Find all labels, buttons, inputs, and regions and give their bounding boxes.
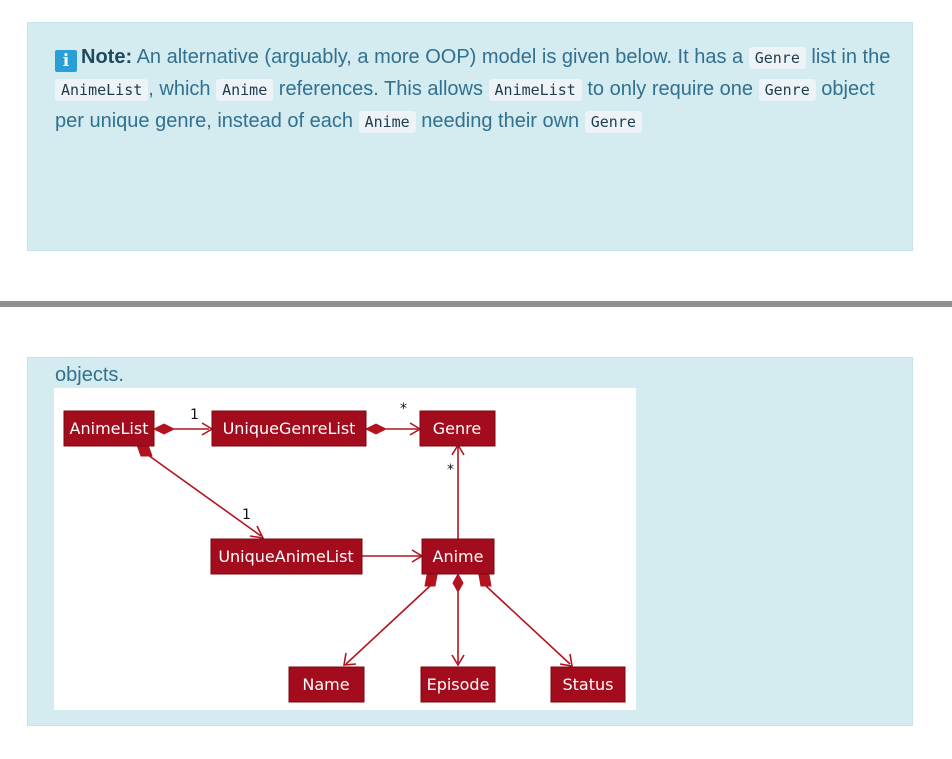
association-animelist-uniqueanimelist <box>136 444 265 540</box>
association-anime-episode <box>451 572 465 667</box>
class-node-anime: Anime <box>421 538 495 575</box>
note-continuation-box: objects. <box>27 357 913 726</box>
note-text-run: needing their own <box>415 110 585 132</box>
class-diagram: 1 * * 1 AnimeList UniqueGenreList Genre … <box>54 388 636 710</box>
class-node-genre: Genre <box>419 410 496 447</box>
class-label: Anime <box>433 547 484 566</box>
multiplicity-label: * <box>400 401 407 417</box>
inline-code: Genre <box>748 47 806 69</box>
note-text-run: object per unique genre, instead of each <box>55 78 875 132</box>
inline-code: Genre <box>584 111 642 133</box>
association-animelist-uniquegenrelist <box>152 422 214 436</box>
class-label: AnimeList <box>70 419 149 438</box>
note-text-run: list in the <box>805 46 891 68</box>
association-anime-genre <box>451 443 465 541</box>
multiplicity-label: 1 <box>242 507 251 523</box>
inline-code: Genre <box>758 79 816 101</box>
multiplicity-label: * <box>447 462 454 478</box>
class-label: UniqueAnimeList <box>218 547 353 566</box>
class-node-uniqueanimelist: UniqueAnimeList <box>210 538 363 575</box>
class-node-name: Name <box>288 666 365 703</box>
note-continuation-text: objects. <box>55 364 124 386</box>
class-label: Genre <box>433 419 481 438</box>
class-node-episode: Episode <box>420 666 496 703</box>
class-node-status: Status <box>550 666 626 703</box>
info-icon: i <box>55 50 77 72</box>
class-label: Status <box>563 675 614 694</box>
class-label: Episode <box>427 675 490 694</box>
note-text-run: references. This allows <box>273 78 489 100</box>
association-anime-status <box>478 574 573 667</box>
class-label: Name <box>302 675 349 694</box>
inline-code: AnimeList <box>55 79 149 101</box>
inline-code: AnimeList <box>488 79 582 101</box>
association-anime-name <box>343 574 438 666</box>
page-break-divider <box>0 301 952 307</box>
inline-code: Anime <box>358 111 416 133</box>
class-node-uniquegenrelist: UniqueGenreList <box>211 410 367 447</box>
inline-code: Anime <box>216 79 274 101</box>
class-label: UniqueGenreList <box>223 419 356 438</box>
note-text-run: , which <box>148 78 217 100</box>
association-uniquegenrelist-genre <box>364 422 422 436</box>
association-uniqueanimelist-anime <box>362 549 424 563</box>
class-node-animelist: AnimeList <box>63 410 155 447</box>
note-text-run: to only require one <box>581 78 759 100</box>
multiplicity-label: 1 <box>190 407 199 423</box>
note-text-run: An alternative (arguably, a more OOP) mo… <box>132 46 749 68</box>
note-body: An alternative (arguably, a more OOP) mo… <box>55 46 891 133</box>
note-label: Note: <box>81 46 133 68</box>
